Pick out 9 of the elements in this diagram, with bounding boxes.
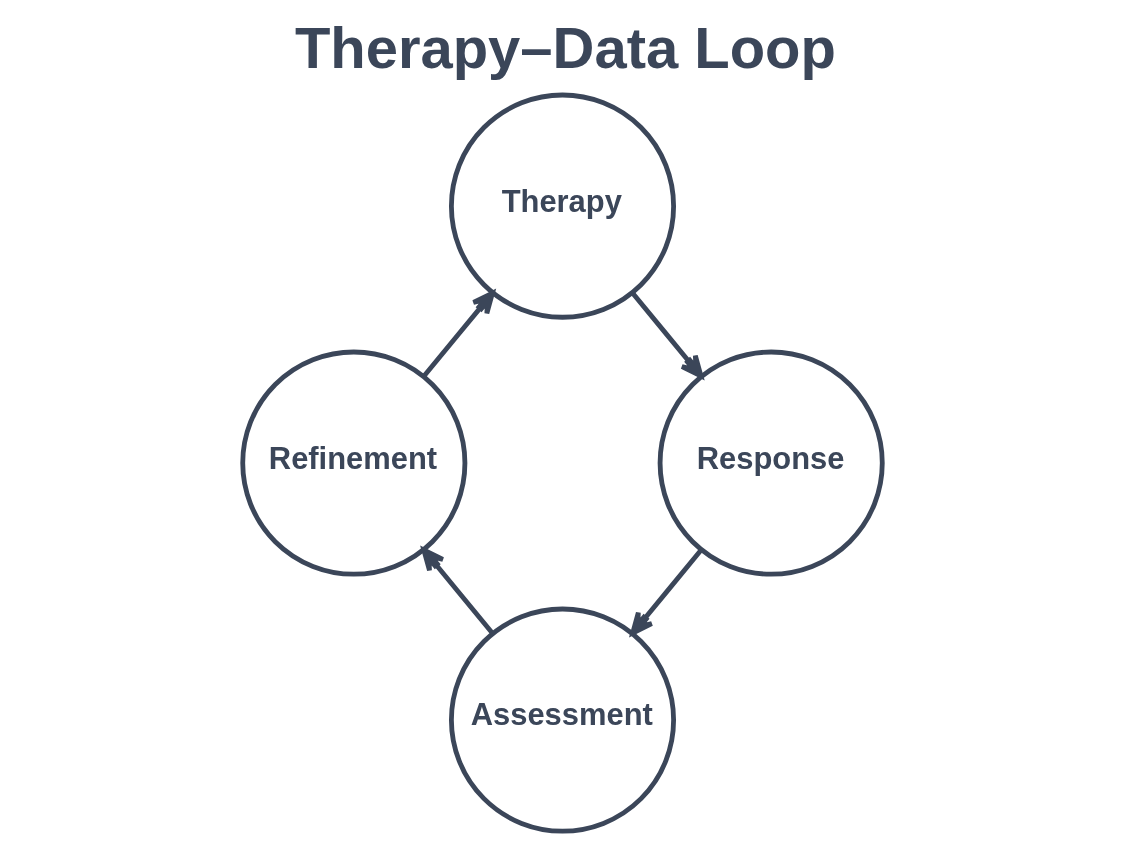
node-circle: Refinement — [240, 349, 468, 577]
arrow — [422, 290, 495, 378]
node-circle: Response — [657, 349, 885, 577]
arrow — [630, 291, 704, 379]
node-circle: Assessment — [449, 606, 676, 834]
arrow — [630, 548, 703, 636]
arrow — [421, 547, 495, 635]
diagram-title: Therapy–Data Loop — [294, 15, 836, 80]
node-circle: Therapy — [449, 92, 676, 320]
